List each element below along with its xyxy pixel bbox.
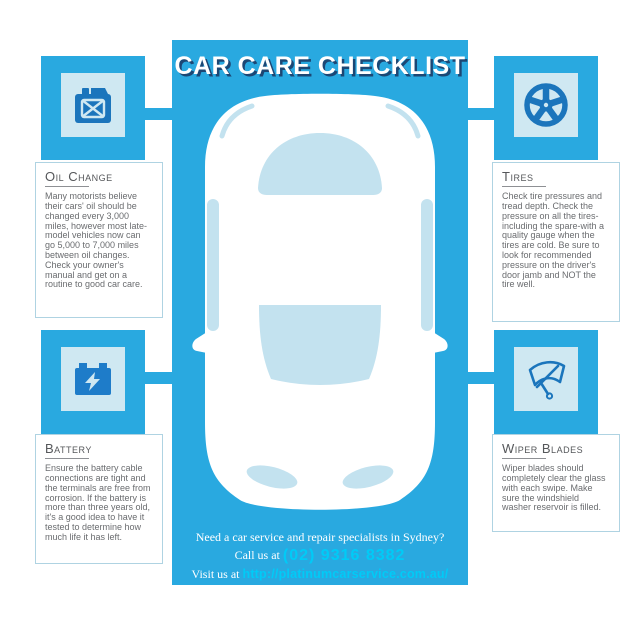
connector-tires [468,108,494,120]
panel-heading: Battery [45,441,153,459]
connector-battery [145,372,172,384]
windshield [259,305,381,385]
battery-icon [75,363,111,395]
footer-tagline: Need a car service and repair specialist… [195,530,445,544]
footer-call-line: Call us at (02) 9316 8382 [172,546,468,566]
tire-icon [524,83,568,127]
panel-body: Wiper blades should completely clear the… [502,463,606,513]
panel-wiper-blades: Wiper Blades Wiper blades should complet… [492,434,620,532]
headlight-right [342,465,394,489]
side-window-left [207,199,219,331]
panel-body: Many motorists believe their cars' oil s… [45,191,148,290]
footer-visit-line: Visit us at http://platinumcarservice.co… [172,567,468,583]
icon-box-wiper-blades [494,330,598,434]
car-icon [192,93,448,510]
footer: Need a car service and repair specialist… [172,530,468,583]
panel-body: Check tire pressures and tread depth. Ch… [502,191,605,290]
icon-box-tires [494,56,598,160]
panel-heading: Oil Change [45,169,153,187]
rear-window [258,133,382,195]
rear-slit-right [385,103,421,139]
visit-prefix: Visit us at [191,567,240,581]
panel-heading: Wiper Blades [502,441,610,459]
panel-body: Ensure the battery cable connections are… [45,463,151,542]
icon-box-battery [41,330,145,434]
rear-slit-left [219,103,255,139]
panel-heading: Tires [502,169,610,187]
connector-oil [145,108,172,120]
icon-box-oil-change [41,56,145,160]
mirror-left [192,332,207,353]
panel-battery: Battery Ensure the battery cable connect… [35,434,163,564]
icon-tile [514,347,578,411]
panel-tires: Tires Check tire pressures and tread dep… [492,162,620,322]
oil-can-icon [75,88,111,123]
headlight-left [246,465,298,489]
center-panel: CAR CARE CHECKLIST [172,40,468,585]
mirror-right [433,332,448,353]
icon-tile [514,73,578,137]
car-top-view-graphic [190,92,450,517]
side-window-right [421,199,433,331]
icon-tile [61,347,125,411]
panel-oil-change: Oil Change Many motorists believe their … [35,162,163,318]
phone-number[interactable]: (02) 9316 8382 [282,547,406,564]
connector-wiper [468,372,494,384]
call-prefix: Call us at [234,548,280,562]
icon-tile [61,73,125,137]
page-title: CAR CARE CHECKLIST [174,52,466,80]
website-link[interactable]: http://platinumcarservice.com.au/ [242,567,449,581]
wiper-icon [528,360,566,400]
